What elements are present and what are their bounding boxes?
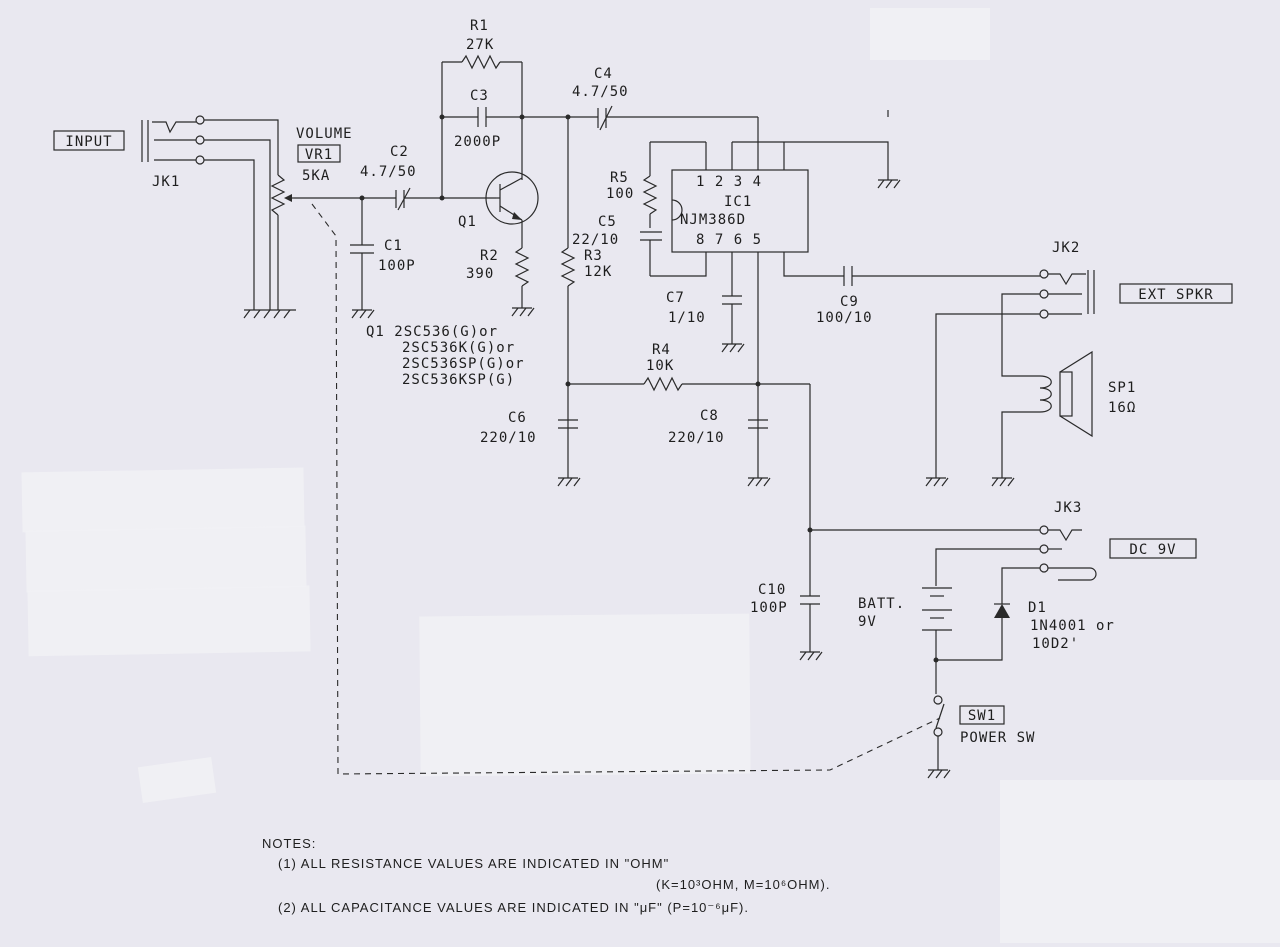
ic1-label: IC1 xyxy=(724,194,752,210)
tape-patches xyxy=(21,8,1280,943)
c1-label: C1 xyxy=(384,238,403,254)
sw1-label: SW1 xyxy=(968,708,996,724)
r4-value: 10K xyxy=(646,358,674,374)
q1-part-line-2: 2SC536K(G)or xyxy=(402,340,515,356)
c3-value: 2000P xyxy=(454,134,501,150)
notes-line-1b: (K=10³OHM, M=10⁶OHM). xyxy=(656,877,830,892)
q1-part-line-4: 2SC536KSP(G) xyxy=(402,372,515,388)
c1-value: 100P xyxy=(378,258,416,274)
c5-label: C5 xyxy=(598,214,617,230)
jk2-label: JK2 xyxy=(1052,240,1080,256)
wiring xyxy=(141,54,1097,779)
c7-label: C7 xyxy=(666,290,685,306)
c4-label: C4 xyxy=(594,66,613,82)
input-label: INPUT xyxy=(65,134,112,150)
q1-part-line-1: Q1 2SC536(G)or xyxy=(366,324,498,340)
r1-label: R1 xyxy=(470,18,489,34)
vr1-value: 5KA xyxy=(302,168,330,184)
c8-value: 220/10 xyxy=(668,430,725,446)
d1-value-2: 10D2' xyxy=(1032,636,1079,652)
c4-value: 4.7/50 xyxy=(572,84,629,100)
jk3-label: JK3 xyxy=(1054,500,1082,516)
notes-line-2: (2) ALL CAPACITANCE VALUES ARE INDICATED… xyxy=(278,900,749,915)
boxed-labels: INPUT VR1 EXT SPKR DC 9V SW1 xyxy=(53,130,1233,725)
ext-spkr-label: EXT SPKR xyxy=(1138,287,1213,303)
c9-value: 100/10 xyxy=(816,310,873,326)
r4-label: R4 xyxy=(652,342,671,358)
c2-value: 4.7/50 xyxy=(360,164,417,180)
r5-label: R5 xyxy=(610,170,629,186)
notes-line-1: (1) ALL RESISTANCE VALUES ARE INDICATED … xyxy=(278,856,669,871)
c9-label: C9 xyxy=(840,294,859,310)
jk1-label: JK1 xyxy=(152,174,180,190)
battery-label: BATT. xyxy=(858,596,905,612)
c10-value: 100P xyxy=(750,600,788,616)
component-labels: JK1 VOLUME 5KA C2 4.7/50 C1 100P R1 27K … xyxy=(152,18,1136,746)
c7-value: 1/10 xyxy=(668,310,706,326)
c6-value: 220/10 xyxy=(480,430,537,446)
ic-pins-bottom: 8 7 6 5 xyxy=(696,232,762,248)
notes: NOTES: (1) ALL RESISTANCE VALUES ARE IND… xyxy=(262,836,830,915)
power-switch-label: POWER SW xyxy=(960,730,1035,746)
r2-label: R2 xyxy=(480,248,499,264)
dc-label: DC 9V xyxy=(1129,542,1176,558)
c2-label: C2 xyxy=(390,144,409,160)
c5-value: 22/10 xyxy=(572,232,619,248)
d1-label: D1 xyxy=(1028,600,1047,616)
q1-label: Q1 xyxy=(458,214,477,230)
sp1-value: 16Ω xyxy=(1108,400,1136,416)
notes-heading: NOTES: xyxy=(262,836,316,851)
vr1-label: VR1 xyxy=(305,147,333,163)
c3-label: C3 xyxy=(470,88,489,104)
ic-pins-top: 1 2 3 4 xyxy=(696,174,762,190)
battery-value: 9V xyxy=(858,614,877,630)
volume-label: VOLUME xyxy=(296,126,353,142)
r2-value: 390 xyxy=(466,266,494,282)
r5-value: 100 xyxy=(606,186,634,202)
sp1-label: SP1 xyxy=(1108,380,1136,396)
ic-part-number: NJM386D xyxy=(680,212,746,228)
c6-label: C6 xyxy=(508,410,527,426)
q1-part-line-3: 2SC536SP(G)or xyxy=(402,356,525,372)
c8-label: C8 xyxy=(700,408,719,424)
r3-label: R3 xyxy=(584,248,603,264)
r3-value: 12K xyxy=(584,264,612,280)
c10-label: C10 xyxy=(758,582,786,598)
r1-value: 27K xyxy=(466,37,494,53)
d1-value-1: 1N4001 or xyxy=(1030,618,1115,634)
